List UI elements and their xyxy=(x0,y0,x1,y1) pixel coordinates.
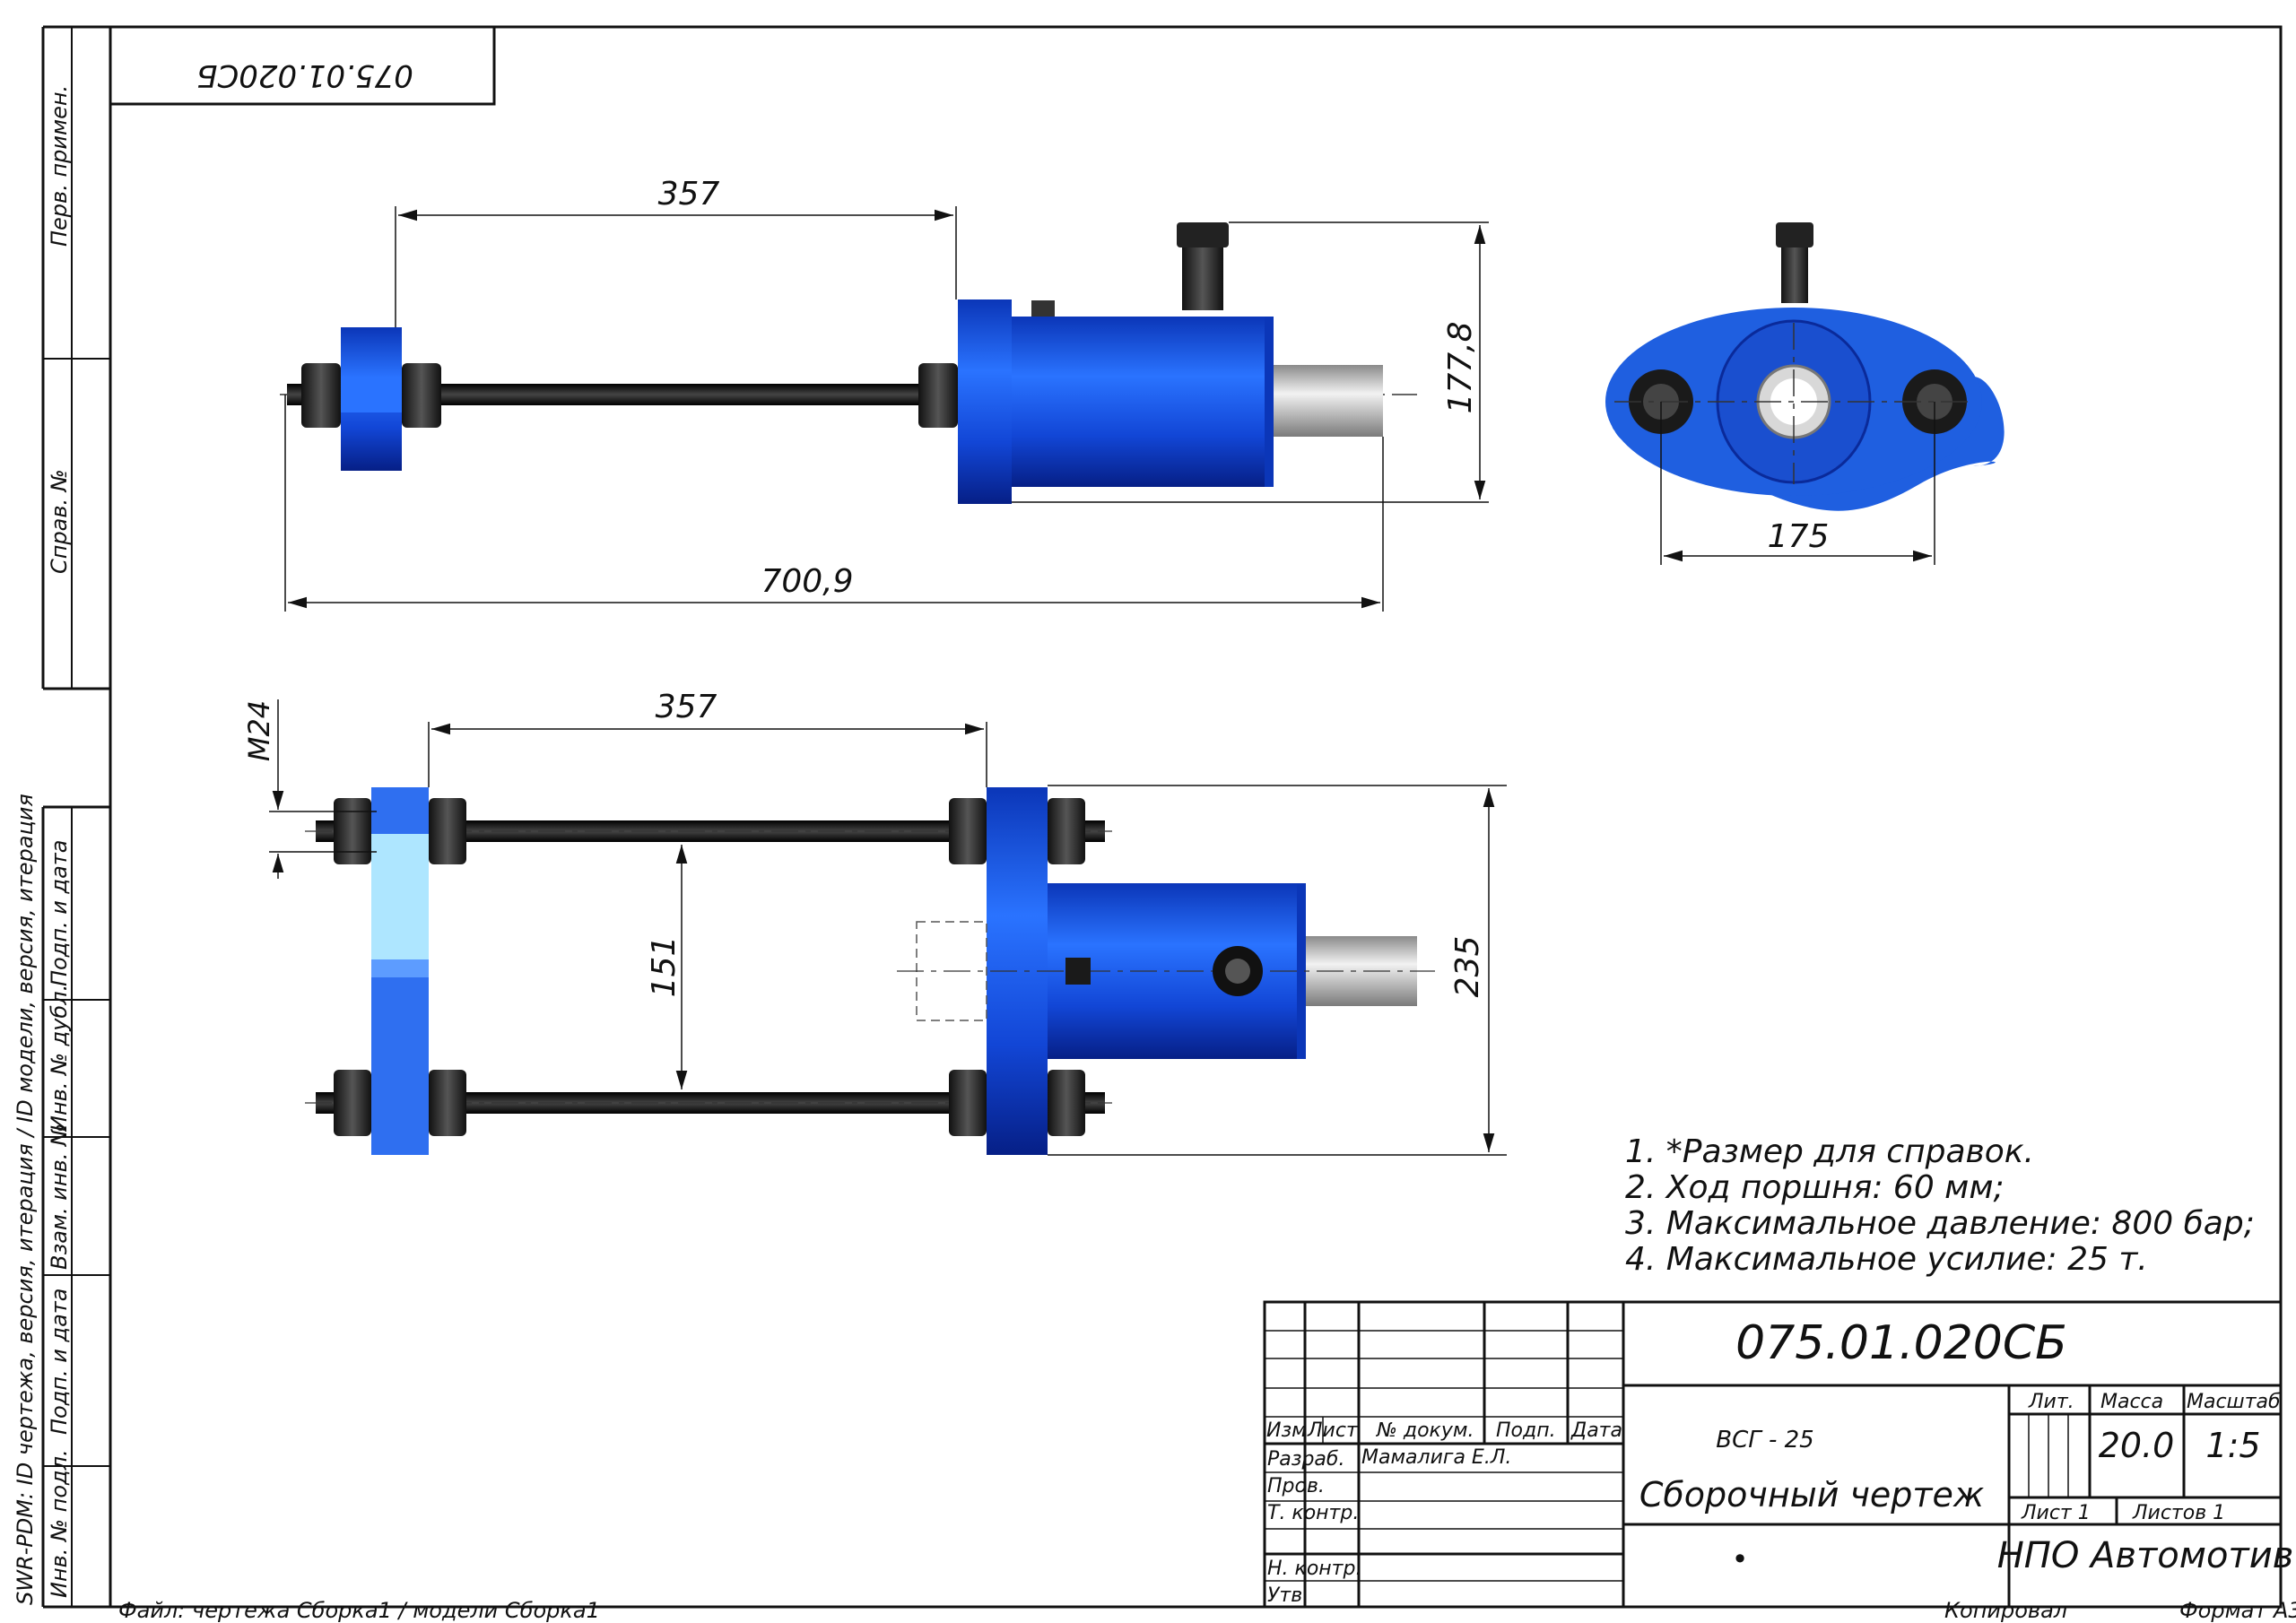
bottom-nut xyxy=(429,798,466,864)
top-view: 357 177,8 700,9 xyxy=(280,176,1489,612)
tb-bullet: • xyxy=(1732,1542,1749,1576)
tb-sheets: Листов 1 xyxy=(2132,1502,2225,1524)
footer-file-info: Файл: чертежа Сборка1 / модели Сборка1 xyxy=(118,1598,600,1623)
dim-top-177-8: 177,8 xyxy=(1442,321,1479,413)
tb-role-prov: Пров. xyxy=(1267,1475,1325,1497)
bottom-nut xyxy=(429,1070,466,1136)
tb-header-date: Дата xyxy=(1570,1419,1622,1442)
tb-designation: 075.01.020СБ xyxy=(1735,1316,2067,1370)
dim-end-175: 175 xyxy=(1768,518,1830,555)
side-podp-data-1: Подп. и дата xyxy=(47,840,72,987)
tb-col-lit: Лит. xyxy=(2028,1391,2074,1413)
pdm-stamp-text: SWR-PDM: ID чертежа, версия, итерация / … xyxy=(13,794,38,1605)
technical-notes: 1. *Размер для справок. 2. Ход поршня: 6… xyxy=(1625,1133,2255,1278)
note-2: 2. Ход поршня: 60 мм; xyxy=(1625,1169,2005,1206)
bottom-nut xyxy=(949,798,987,864)
tb-role-nkontr: Н. контр. xyxy=(1267,1558,1361,1580)
tb-header-list: Лист xyxy=(1307,1419,1359,1442)
dim-top-357: 357 xyxy=(658,176,720,213)
note-1: 1. *Размер для справок. xyxy=(1625,1133,2034,1170)
top-nut xyxy=(402,363,441,428)
dim-bottom-235: 235 xyxy=(1449,936,1486,998)
tb-sheet: Лист 1 xyxy=(2021,1502,2091,1524)
tb-scale: 1:5 xyxy=(2205,1426,2260,1465)
bottom-view: 357 M24 151 235 xyxy=(242,689,1507,1156)
note-4: 4. Максимальное усилие: 25 т. xyxy=(1625,1241,2148,1278)
title-block: Изм Лист № докум. Подп. Дата Разраб. Мам… xyxy=(1263,1300,2294,1609)
tb-mass: 20.0 xyxy=(2099,1426,2175,1465)
tb-header-izm: Изм xyxy=(1266,1419,1307,1442)
bottom-nut xyxy=(1048,1070,1085,1136)
side-sprav-no: Справ. № xyxy=(47,469,72,574)
tb-role-utv: Утв. xyxy=(1267,1584,1309,1607)
dim-bottom-m24: M24 xyxy=(242,700,276,761)
side-podp-data-2: Подп. и дата xyxy=(47,1289,72,1436)
tb-col-mass: Масса xyxy=(2100,1391,2163,1413)
bottom-nut xyxy=(334,798,371,864)
top-cylinder-body xyxy=(1012,317,1272,487)
tb-developer-name: Мамалига Е.Л. xyxy=(1361,1446,1511,1469)
note-3: 3. Максимальное давление: 800 бар; xyxy=(1625,1205,2255,1242)
mirrored-designation: 075.01.020СБ xyxy=(196,57,413,93)
tb-product-name: ВСГ - 25 xyxy=(1716,1427,1813,1454)
side-inv-podl: Инв. № подл. xyxy=(47,1449,72,1598)
top-piston xyxy=(1274,365,1383,437)
tb-col-scale: Масштаб xyxy=(2187,1391,2281,1413)
tb-role-tkontr: Т. контр. xyxy=(1267,1502,1359,1524)
top-coupler xyxy=(1177,222,1229,247)
dim-bottom-151: 151 xyxy=(646,936,683,998)
side-stamp: Перв. примен. Справ. № Подп. и дата Инв.… xyxy=(13,85,72,1605)
bottom-nut xyxy=(949,1070,987,1136)
tb-doc-title: Сборочный чертеж xyxy=(1639,1475,1984,1515)
dim-bottom-357: 357 xyxy=(656,689,718,725)
sheet-frame xyxy=(41,25,2283,1609)
tb-header-doc: № докум. xyxy=(1376,1419,1474,1442)
footer-copied: Копировал xyxy=(1944,1598,2067,1623)
tb-role-razrab: Разраб. xyxy=(1267,1448,1344,1471)
bottom-nut xyxy=(1048,798,1085,864)
top-nut xyxy=(918,363,958,428)
bottom-nut xyxy=(334,1070,371,1136)
tb-organization: НПО Автомотив xyxy=(1997,1535,2294,1576)
side-vzam-inv: Взам. инв. № xyxy=(47,1124,72,1270)
dim-top-700-9: 700,9 xyxy=(761,563,853,600)
tb-header-podp: Подп. xyxy=(1496,1419,1556,1442)
end-view: 175 xyxy=(1605,222,2005,565)
footer-format: Формат А3 xyxy=(2179,1598,2296,1623)
top-cylinder-flange xyxy=(958,299,1012,504)
side-inv-dubl: Инв. № дубл. xyxy=(47,985,72,1132)
top-nut xyxy=(301,363,341,428)
side-perv-primen: Перв. примен. xyxy=(47,85,72,247)
